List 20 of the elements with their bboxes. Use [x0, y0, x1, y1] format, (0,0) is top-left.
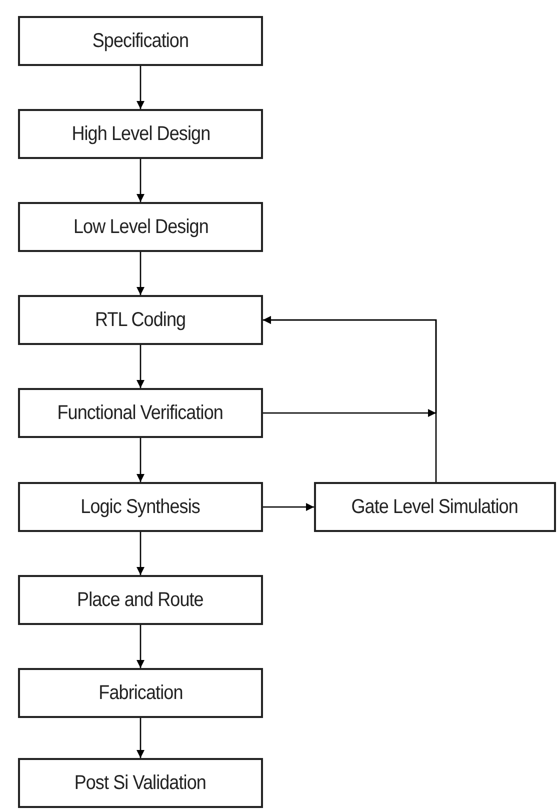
- process-box: [18, 109, 263, 159]
- process-box: [18, 202, 263, 252]
- step-label: Specification: [92, 28, 189, 54]
- process-box: [18, 295, 263, 345]
- step-label: Place and Route: [77, 588, 204, 612]
- process-box: [18, 575, 263, 625]
- process-box: [18, 388, 263, 438]
- process-box: [18, 16, 263, 66]
- step-label: Low Level Design: [73, 214, 208, 240]
- step-label: Gate Level Simulation: [352, 494, 518, 520]
- step-label: Logic Synthesis: [80, 494, 200, 520]
- process-box: [18, 668, 263, 718]
- step-label: Post Si Validation: [74, 770, 206, 796]
- process-box: [18, 482, 263, 532]
- step-label: RTL Coding: [95, 308, 186, 332]
- step-label: Fabrication: [98, 680, 183, 706]
- process-box: [314, 482, 556, 532]
- step-label: Functional Verification: [58, 400, 224, 426]
- process-box: [18, 758, 263, 808]
- step-label: High Level Design: [71, 122, 210, 146]
